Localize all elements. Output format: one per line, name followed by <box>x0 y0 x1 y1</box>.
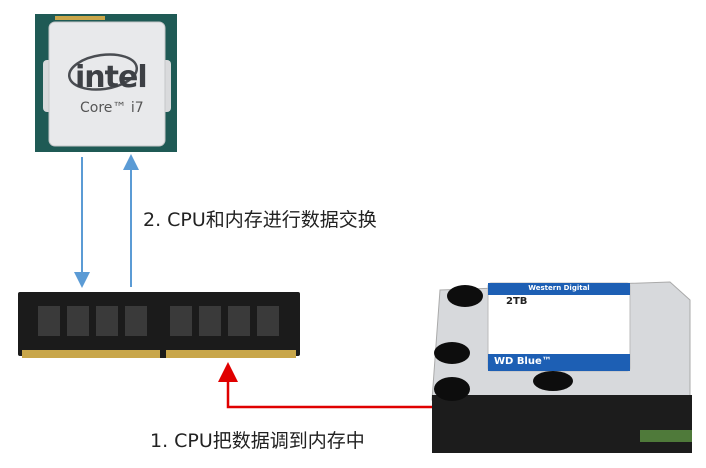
hard-drive <box>431 281 692 453</box>
cpu-model: Core™ i7 <box>80 100 144 116</box>
hdd-capacity: 2TB <box>506 296 528 307</box>
intel-logo: intel <box>75 60 148 95</box>
ram-module <box>18 292 300 358</box>
step1-label: 1. CPU把数据调到内存中 <box>150 430 365 452</box>
hdd-series: WD Blue™ <box>494 356 552 367</box>
hdd-to-ram-arrow <box>218 362 432 409</box>
cpu-chip <box>35 14 177 152</box>
hdd-maker: Western Digital <box>528 284 590 292</box>
step2-label: 2. CPU和内存进行数据交换 <box>143 209 377 231</box>
